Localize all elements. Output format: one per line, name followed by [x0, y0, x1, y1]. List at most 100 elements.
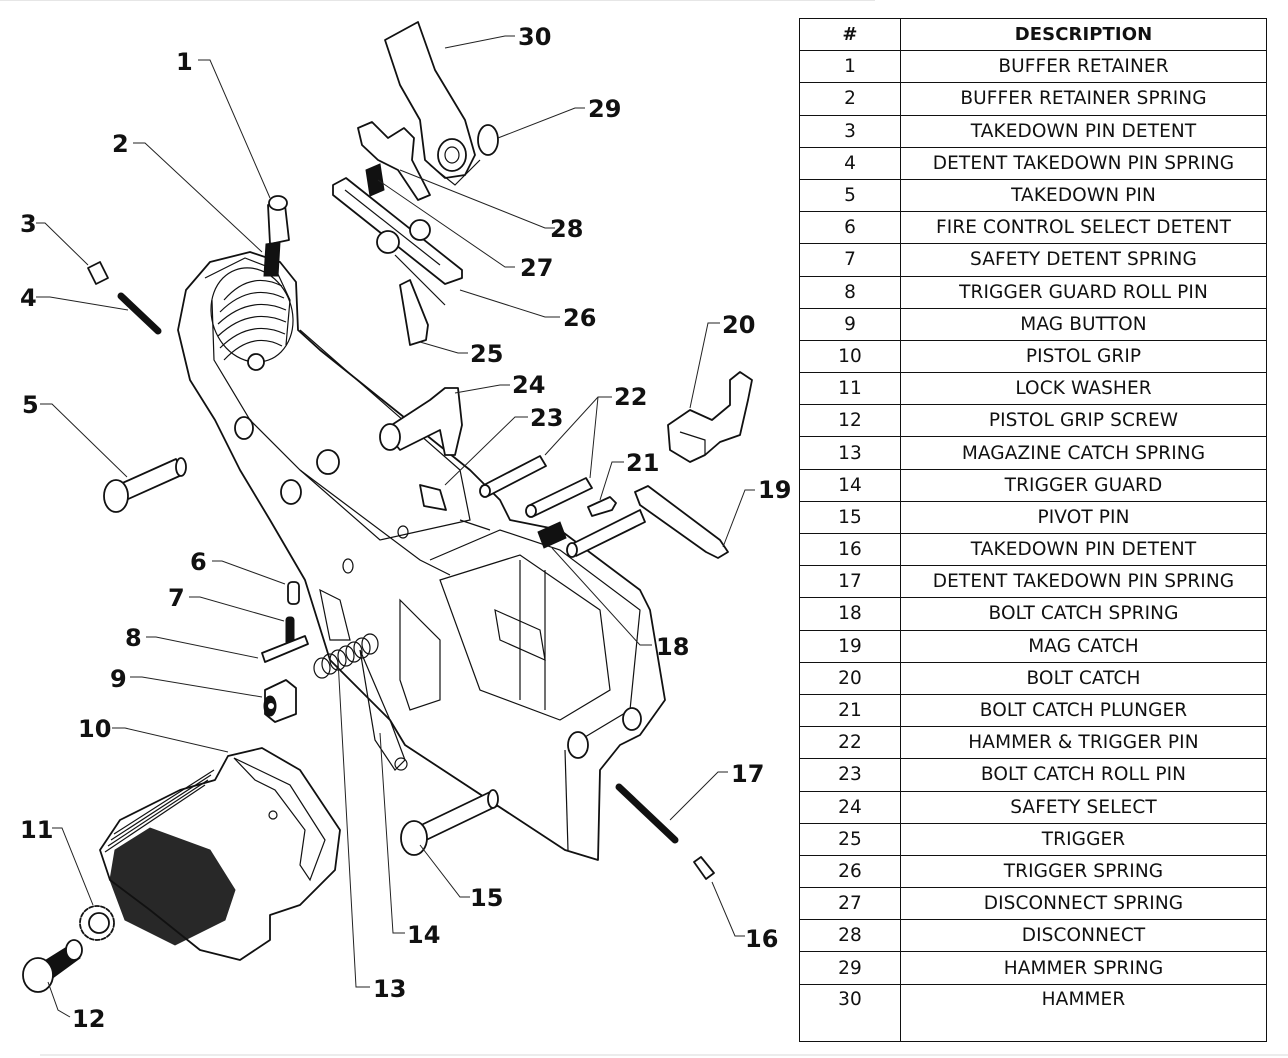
part-number-cell: 14	[799, 468, 901, 502]
part-number-cell: 9	[799, 307, 901, 341]
part-description-cell: FIRE CONTROL SELECT DETENT	[900, 211, 1267, 245]
leader-lines	[36, 35, 755, 1018]
callout-6: 6	[190, 548, 207, 576]
callout-30: 30	[518, 23, 551, 51]
part-pistol-grip	[99, 747, 341, 961]
part-description-cell: TRIGGER GUARD ROLL PIN	[900, 275, 1267, 309]
part-description-cell: SAFETY DETENT SPRING	[900, 243, 1267, 277]
part-description-cell: MAGAZINE CATCH SPRING	[900, 436, 1267, 470]
column-header-number: #	[799, 17, 901, 52]
callout-13: 13	[373, 975, 406, 1003]
part-fire-control-detent	[287, 581, 300, 605]
part-trigger-guard-roll-pin	[261, 635, 309, 663]
part-number-cell: 2	[799, 82, 901, 116]
part-description-cell: DETENT TAKEDOWN PIN SPRING	[900, 565, 1267, 599]
part-buffer-retainer	[267, 195, 290, 245]
top-rule	[0, 0, 875, 1]
part-number-cell: 29	[799, 951, 901, 985]
part-number-cell: 26	[799, 854, 901, 889]
callout-23: 23	[530, 404, 563, 432]
part-takedown-pin	[103, 457, 187, 513]
part-number-cell: 21	[799, 693, 901, 728]
part-description-cell: BOLT CATCH ROLL PIN	[900, 758, 1267, 792]
part-number-cell: 23	[799, 758, 901, 792]
part-number-cell: 18	[799, 597, 901, 631]
part-description-cell: TAKEDOWN PIN	[900, 178, 1267, 213]
part-number-cell: 5	[799, 178, 901, 213]
part-pistol-grip-screw	[22, 939, 83, 993]
part-number-cell: 13	[799, 436, 901, 470]
part-number-cell: 15	[799, 500, 901, 535]
callout-5: 5	[22, 391, 39, 419]
part-number-cell: 30	[799, 983, 901, 1042]
part-number-cell: 19	[799, 629, 901, 663]
part-description-cell: HAMMER	[900, 983, 1267, 1042]
part-description-cell: SAFETY SELECT	[900, 790, 1267, 824]
callout-3: 3	[20, 210, 37, 238]
part-number-cell: 11	[799, 372, 901, 406]
part-description-cell: DISCONNECT SPRING	[900, 887, 1267, 921]
part-number-cell: 25	[799, 822, 901, 856]
callout-21: 21	[626, 449, 659, 477]
part-description-cell: TAKEDOWN PIN DETENT	[900, 114, 1267, 148]
part-hammer-trigger-pins	[479, 455, 593, 518]
buffer-tube-threads	[217, 279, 287, 361]
part-description-cell: PISTOL GRIP SCREW	[900, 404, 1267, 438]
part-description-cell: TAKEDOWN PIN DETENT	[900, 532, 1267, 567]
part-magazine-catch-spring	[313, 633, 379, 679]
part-number-cell: 20	[799, 661, 901, 695]
callout-8: 8	[125, 624, 142, 652]
callout-24: 24	[512, 371, 545, 399]
callout-22: 22	[614, 383, 647, 411]
part-number-cell: 7	[799, 243, 901, 277]
part-description-cell: HAMMER & TRIGGER PIN	[900, 726, 1267, 760]
callout-4: 4	[20, 284, 37, 312]
part-bolt-catch	[667, 371, 753, 463]
callout-16: 16	[745, 925, 778, 953]
part-description-cell: DETENT TAKEDOWN PIN SPRING	[900, 146, 1267, 180]
callout-28: 28	[550, 215, 583, 243]
part-hammer	[384, 21, 499, 186]
callout-26: 26	[563, 304, 596, 332]
part-number-cell: 24	[799, 790, 901, 824]
part-description-cell: BOLT CATCH	[900, 661, 1267, 695]
part-number-cell: 6	[799, 211, 901, 245]
callout-15: 15	[470, 884, 503, 912]
lower-receiver	[177, 251, 666, 861]
part-number-cell: 4	[799, 146, 901, 180]
part-number-cell: 8	[799, 275, 901, 309]
callout-20: 20	[722, 311, 755, 339]
part-takedown-pin-detent	[87, 261, 109, 285]
part-safety-select	[379, 387, 463, 456]
part-number-cell: 3	[799, 114, 901, 148]
part-trigger-group	[332, 121, 463, 346]
callout-2: 2	[112, 130, 129, 158]
callout-11: 11	[20, 816, 53, 844]
part-number-cell: 17	[799, 565, 901, 599]
part-description-cell: PIVOT PIN	[900, 500, 1267, 535]
table-header-row: # DESCRIPTION	[799, 17, 1267, 52]
part-number-cell: 22	[799, 726, 901, 760]
callout-14: 14	[407, 921, 440, 949]
part-description-cell: TRIGGER	[900, 822, 1267, 856]
callout-18: 18	[656, 633, 689, 661]
column-header-description: DESCRIPTION	[900, 17, 1267, 52]
